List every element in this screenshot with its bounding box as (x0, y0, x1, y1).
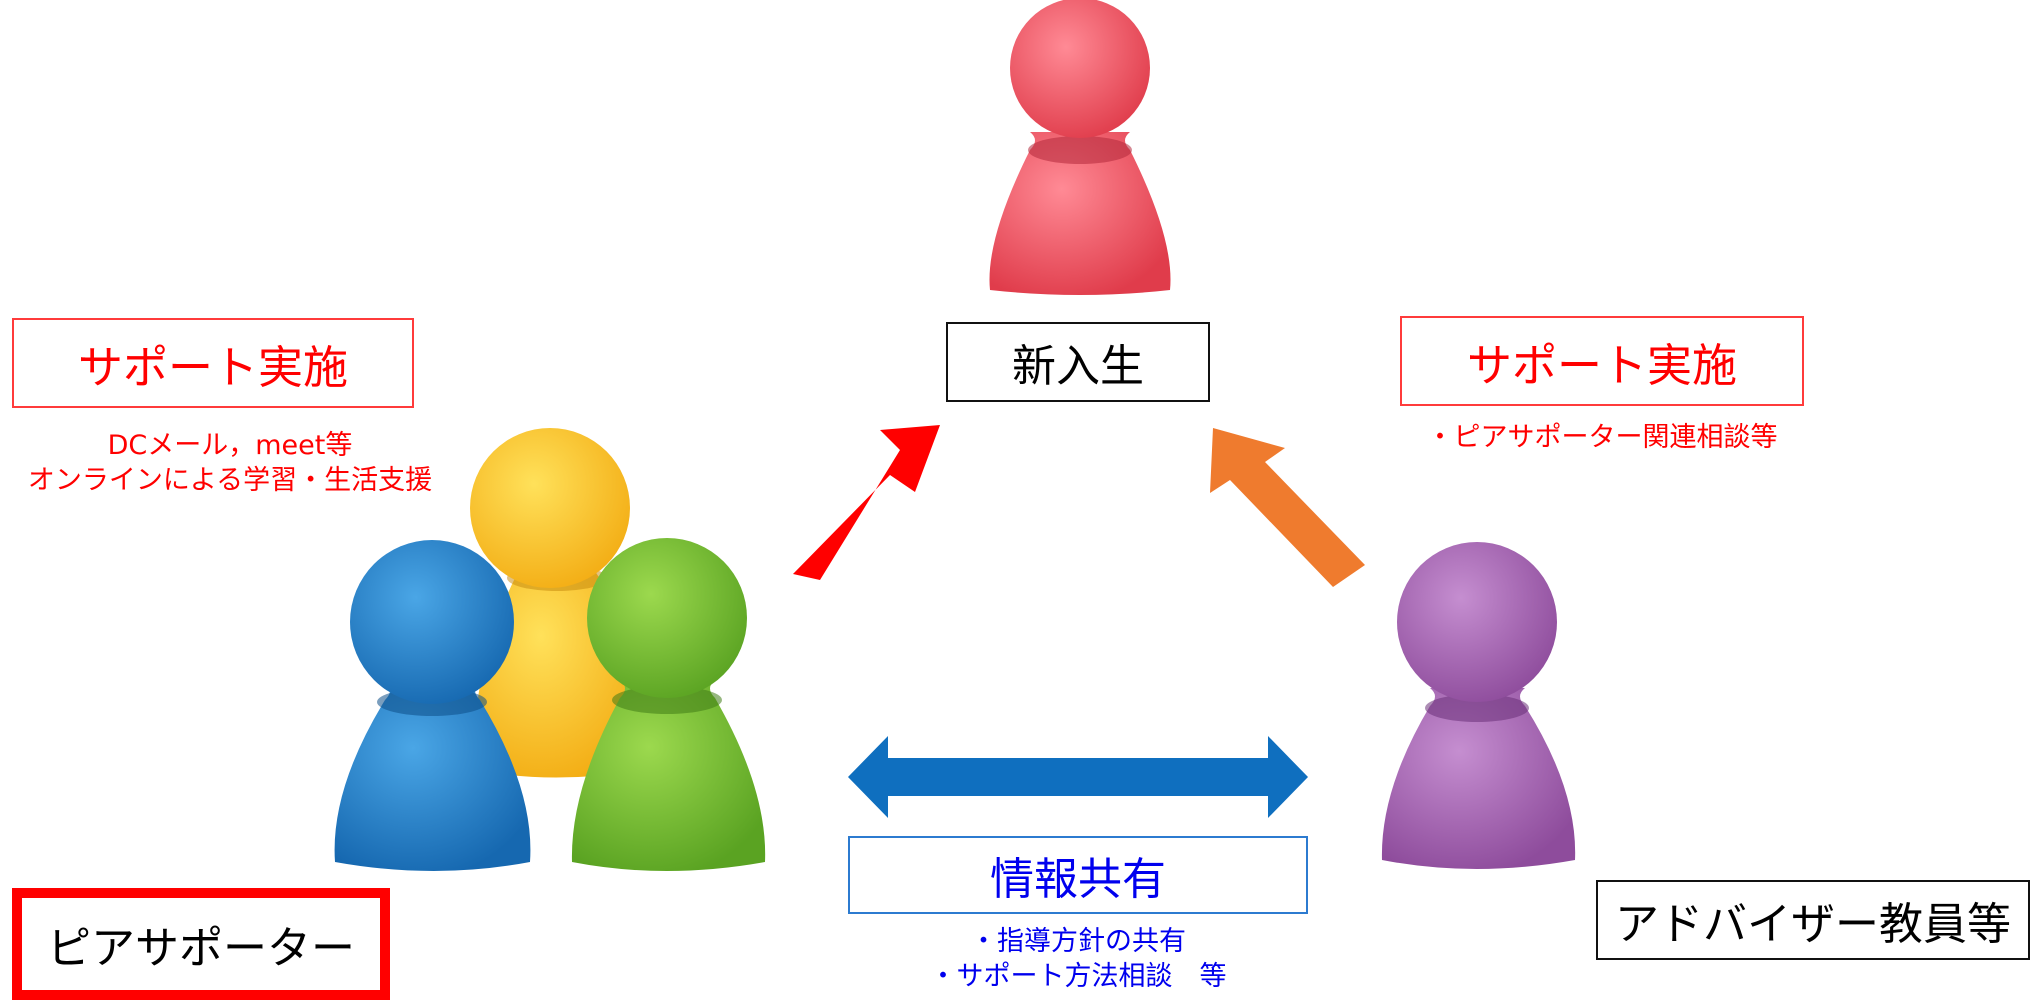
left-support-notes: DCメール，meet等 オンラインによる学習・生活支援 (0, 428, 460, 498)
peer-supporter-green-figure-icon (571, 538, 766, 871)
info-share-notes: ・指導方針の共有 ・サポート方法相談 等 (848, 924, 1308, 994)
newcomer-label-box: 新入生 (946, 322, 1210, 402)
left-support-title-box: サポート実施 (12, 318, 414, 408)
advisor-label-box: アドバイザー教員等 (1596, 880, 2030, 960)
info-share-title-box: 情報共有 (848, 836, 1308, 914)
peer-advisor-bidirectional-arrow-icon (848, 736, 1308, 818)
right-support-notes: ・ピアサポーター関連相談等 (1400, 420, 1804, 455)
advisor-label: アドバイザー教員等 (1615, 899, 2011, 950)
peer-supporter-label: ピアサポーター (47, 923, 355, 974)
newcomer-label: 新入生 (1012, 341, 1144, 392)
newcomer-figure-icon (989, 0, 1171, 295)
advisor-figure-icon (1381, 542, 1576, 869)
info-share-title: 情報共有 (990, 854, 1166, 905)
left-support-note-line: オンラインによる学習・生活支援 (27, 465, 433, 497)
info-share-note-line: ・サポート方法相談 等 (929, 961, 1227, 993)
right-support-title: サポート実施 (1466, 338, 1737, 392)
right-support-note-line: ・ピアサポーター関連相談等 (1426, 422, 1778, 453)
peer-to-newcomer-arrow-icon (793, 425, 940, 580)
peer-supporter-blue-figure-icon (334, 540, 531, 871)
peer-supporter-label-box: ピアサポーター (12, 888, 390, 1000)
left-support-note-line: DCメール，meet等 (107, 430, 353, 461)
info-share-note-line: ・指導方針の共有 (970, 926, 1186, 957)
advisor-to-newcomer-arrow-icon (1210, 428, 1365, 587)
right-support-title-box: サポート実施 (1400, 316, 1804, 406)
left-support-title: サポート実施 (77, 340, 348, 394)
